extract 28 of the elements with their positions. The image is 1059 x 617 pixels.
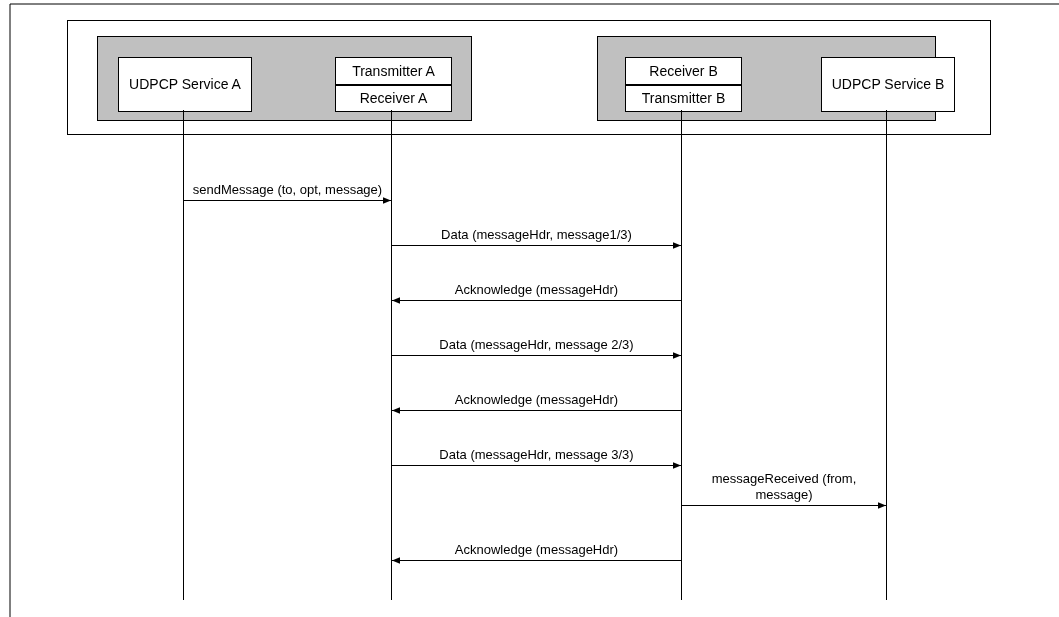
participant-box: Transmitter A <box>335 57 452 85</box>
message-label: Acknowledge (messageHdr) <box>454 281 619 298</box>
message-arrow <box>391 242 682 249</box>
message-arrow <box>391 557 682 564</box>
message-arrow <box>391 462 682 469</box>
lifeline <box>886 110 887 600</box>
lifeline <box>183 110 184 600</box>
participant-box: Receiver A <box>335 85 452 112</box>
message-arrow <box>391 407 682 414</box>
participant-box: Transmitter B <box>625 85 742 112</box>
message-label: sendMessage (to, opt, message) <box>192 181 383 198</box>
message-label: messageReceived (from, message) <box>710 470 858 503</box>
message-arrow <box>391 297 682 304</box>
message-arrow <box>183 197 392 204</box>
message-arrow <box>391 352 682 359</box>
message-label: Data (messageHdr, message 2/3) <box>439 336 634 353</box>
frame-box <box>67 20 991 135</box>
participant-box: UDPCP Service A <box>118 57 252 112</box>
lifeline <box>681 110 682 600</box>
participant-box: UDPCP Service B <box>821 57 955 112</box>
message-label: Acknowledge (messageHdr) <box>454 391 619 408</box>
message-label: Data (messageHdr, message 3/3) <box>439 446 634 463</box>
participant-box: Receiver B <box>625 57 742 85</box>
group-panel <box>97 36 472 121</box>
message-label: Acknowledge (messageHdr) <box>454 541 619 558</box>
message-arrow <box>681 502 887 509</box>
message-label: Data (messageHdr, message1/3) <box>441 226 632 243</box>
lifeline <box>391 110 392 600</box>
